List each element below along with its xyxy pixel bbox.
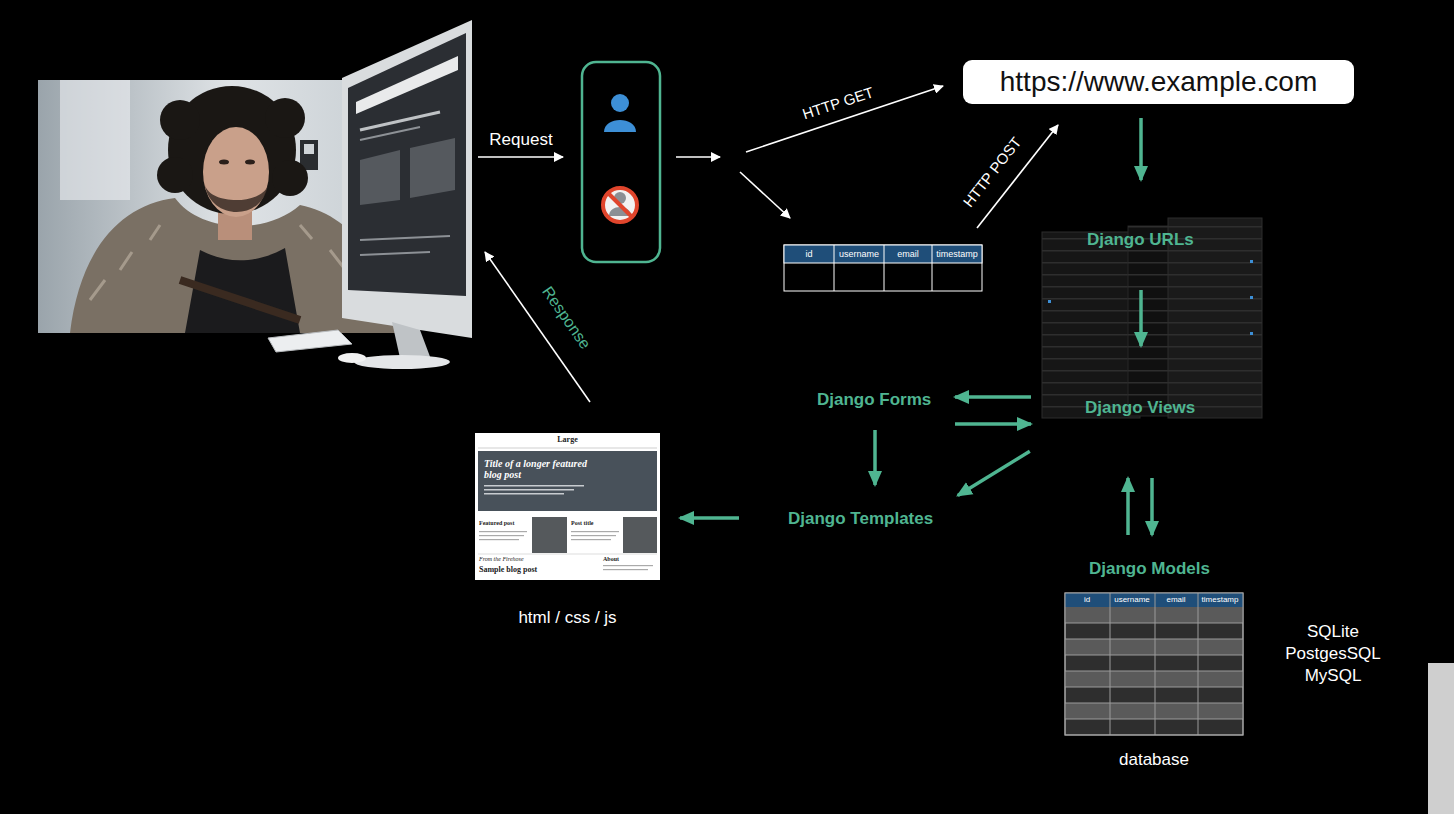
component-label: Django Models (1085, 557, 1215, 581)
table-header: id (805, 249, 812, 259)
node-text: Django URLs (1087, 230, 1195, 250)
url-box: https://www.example.com (963, 60, 1354, 104)
table-header: id (1084, 595, 1090, 604)
flow-arrow (680, 516, 739, 520)
flow-arrow (958, 451, 1030, 495)
page-text: About (603, 556, 653, 563)
flow-arrow (1150, 478, 1154, 535)
page-text: Post title (571, 520, 621, 527)
page-text: From the Firehose (479, 556, 589, 563)
page-text: Sample blog post (479, 566, 599, 575)
component-label: Django Views (1081, 396, 1201, 420)
method-label: HTTP GET (800, 83, 876, 122)
page-text: Featured post (479, 520, 529, 527)
node-text: Django Views (1085, 398, 1197, 418)
user-filter-box (582, 62, 660, 262)
flow-arrow (1126, 478, 1130, 535)
table-header: username (1114, 595, 1150, 604)
request-table (784, 245, 982, 291)
method-label: HTTP POST (959, 134, 1024, 211)
component-label: Django Templates (784, 507, 939, 531)
database-table (1065, 593, 1243, 735)
table-header: timestamp (936, 249, 978, 259)
database-name: PostgesSQL (1285, 644, 1380, 664)
table-header: username (839, 249, 879, 259)
computer-monitor (268, 20, 472, 369)
flow-arrow (1139, 290, 1143, 346)
node-text: Django Forms (817, 390, 933, 410)
table-header: email (1166, 595, 1185, 604)
caption: html / css / js (435, 609, 700, 628)
database-name: SQLite (1307, 622, 1359, 642)
flow-arrow (873, 430, 877, 485)
caption: database (1119, 750, 1189, 770)
flow-arrow (955, 422, 1031, 426)
webpage-thumbnail: LargeTitle of a longer featured blog pos… (475, 433, 660, 580)
flow-label: Request (489, 130, 552, 150)
flow-arrow (955, 395, 1031, 399)
page-text: Large (475, 436, 660, 445)
scroll-bar (1428, 663, 1454, 814)
flow-label: Response (538, 283, 594, 353)
node-text: Django Models (1089, 559, 1211, 579)
table-header: timestamp (1202, 595, 1239, 604)
component-label: Django URLs (1083, 228, 1199, 252)
flow-arrow (1139, 118, 1143, 180)
database-name: MySQL (1305, 666, 1362, 686)
server-racks (1042, 218, 1262, 418)
node-text: https://www.example.com (975, 66, 1342, 98)
node-text: Django Templates (788, 509, 935, 529)
table-header: email (897, 249, 919, 259)
page-text: Title of a longer featured blog post (484, 458, 604, 480)
request-arrows (478, 86, 1058, 402)
component-label: Django Forms (813, 388, 937, 412)
